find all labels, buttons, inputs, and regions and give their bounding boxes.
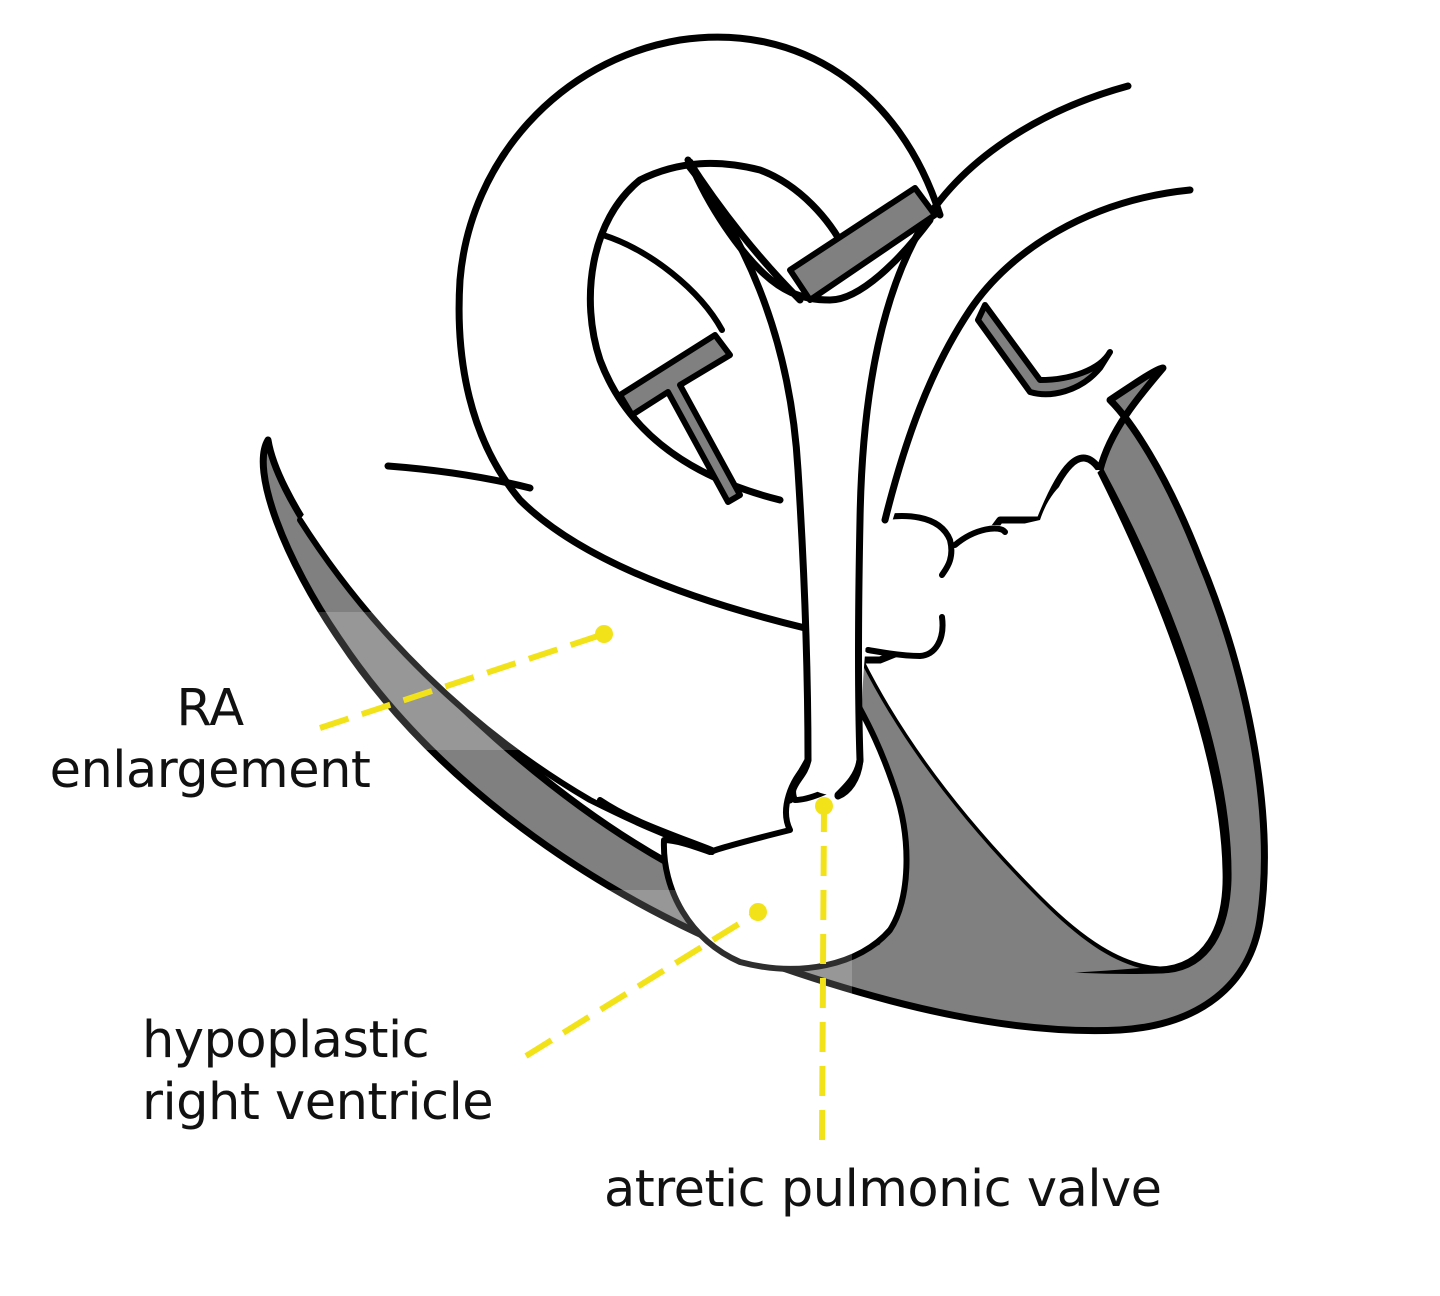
leader-line-ra: [319, 631, 605, 731]
left-atrial-appendage: [865, 513, 1008, 660]
leader-line-rv: [524, 909, 760, 1059]
ductus-segment-lower: [617, 332, 743, 505]
aortic-arch-outline-outer: [455, 33, 944, 632]
label-hypoplastic-right-ventricle: hypoplastic right ventricle: [142, 1010, 494, 1134]
label-rv-line2: right ventricle: [142, 1073, 494, 1132]
label-ra-line2: enlargement: [49, 741, 371, 800]
leader-line-pv: [819, 805, 827, 1141]
pulmonary-vein-segment: [975, 302, 1113, 398]
label-backdrop-rv: [512, 890, 852, 1010]
right-pulmonary-branch: [881, 186, 1194, 524]
leader-dot-rv: [749, 903, 767, 921]
left-atrium: [870, 470, 1100, 654]
aortic-arch: [459, 37, 1190, 795]
label-backdrop-ra: [308, 612, 648, 750]
label-rv-line1: hypoplastic: [142, 1011, 430, 1070]
label-ra-line1: RA: [176, 679, 244, 738]
arch-branch-line: [600, 232, 725, 333]
leader-dot-ra: [595, 625, 613, 643]
atretic-valve-tip: [786, 756, 864, 804]
aortic-arch-outline-inner: [586, 159, 849, 504]
label-atretic-pulmonic-valve: atretic pulmonic valve: [604, 1160, 1162, 1219]
leader-dot-pv: [815, 797, 833, 815]
superior-vena-cava-line: [384, 462, 534, 492]
right-atrium: [300, 465, 815, 850]
label-ra-enlargement: RA enlargement: [20, 678, 400, 802]
interventricular-septum: [860, 660, 1140, 976]
ductus-segment-upper: [787, 185, 938, 303]
atrial-wall-inner-curve: [297, 517, 715, 855]
